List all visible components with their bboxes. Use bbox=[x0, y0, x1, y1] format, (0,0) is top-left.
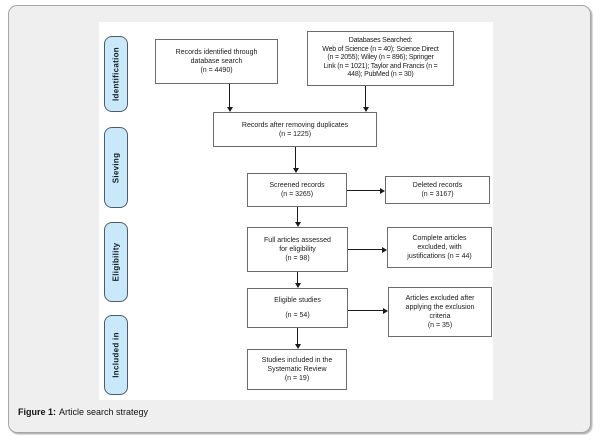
text-line: Full articles assessed bbox=[264, 237, 331, 244]
text-line: Studies included in the bbox=[261, 357, 333, 364]
figure-caption-label: Figure 1: bbox=[18, 407, 57, 417]
flow-box-screened-records: Screened records (n = 3265) bbox=[247, 173, 347, 207]
stage-label-text: Identification bbox=[111, 47, 121, 101]
stage-label-text: Included in bbox=[111, 332, 121, 378]
stage-label-sieving: Sieving bbox=[104, 127, 128, 208]
text-line: criteria bbox=[429, 313, 451, 320]
text-line: Records identified through bbox=[175, 49, 258, 56]
arrow-eligible-to-excluded-after bbox=[348, 307, 388, 314]
arrow-screened-to-deleted bbox=[347, 187, 385, 194]
text-line: (n = 3265) bbox=[280, 191, 314, 198]
flow-box-databases-searched: Databases Searched: Web of Science (n = … bbox=[307, 31, 454, 86]
arrow-duplicates-to-screened bbox=[292, 147, 299, 173]
flow-box-eligible-studies: Eligible studies (n = 54) bbox=[247, 288, 348, 328]
flow-box-included-in-review: Studies included in the Systematic Revie… bbox=[247, 349, 347, 390]
text-line: (n = 2055); Wiley (n = 896); Springer bbox=[327, 54, 434, 62]
text-line: (n = 98) bbox=[285, 255, 310, 262]
text-line: justifications (n = 44) bbox=[407, 253, 472, 260]
text-line: Web of Science (n = 40); Science Direct bbox=[322, 45, 439, 53]
arrow-records-to-duplicates bbox=[226, 84, 233, 112]
text-line: database search bbox=[190, 58, 243, 65]
text-line: Link (n = 1021); Taylor and Francis (n = bbox=[323, 62, 438, 70]
flow-box-articles-excluded-after: Articles excluded after applying the exc… bbox=[388, 287, 492, 337]
stage-label-text: Eligibility bbox=[111, 242, 121, 282]
text-line: for eligibility bbox=[279, 246, 316, 253]
arrow-screened-to-full-articles bbox=[294, 207, 301, 227]
text-line: Screened records bbox=[269, 182, 325, 189]
arrow-full-articles-to-excluded bbox=[348, 246, 387, 253]
arrow-eligible-to-included bbox=[294, 328, 301, 349]
figure-caption: Figure 1:Article search strategy bbox=[18, 407, 148, 417]
text-line: Eligible studies bbox=[274, 297, 321, 304]
figure-caption-text: Article search strategy bbox=[59, 407, 149, 417]
text-line: excluded, with bbox=[417, 244, 462, 251]
text-line: Systematic Review bbox=[267, 366, 327, 373]
text-line: (n = 1225) bbox=[278, 130, 312, 138]
text-line: Complete articles bbox=[412, 235, 467, 242]
text-line: (n = 35) bbox=[427, 322, 453, 329]
arrow-databases-to-duplicates bbox=[362, 86, 369, 112]
stage-label-eligibility: Eligibility bbox=[104, 222, 128, 302]
text-line: (n = 19) bbox=[284, 375, 310, 382]
flow-box-records-identified: Records identified through database sear… bbox=[155, 39, 278, 84]
text-line: applying the exclusion bbox=[405, 304, 475, 311]
stage-label-text: Sieving bbox=[111, 152, 121, 183]
text-line: (n = 3167) bbox=[421, 191, 454, 198]
arrow-full-articles-to-eligible bbox=[294, 272, 301, 288]
flow-box-complete-articles-excluded: Complete articles excluded, with justifi… bbox=[387, 227, 492, 268]
flow-box-deleted-records: Deleted records (n = 3167) bbox=[385, 176, 490, 204]
text-line: (n = 54) bbox=[285, 312, 310, 319]
text-line: 448); PubMed (n = 30) bbox=[347, 71, 414, 79]
flow-box-full-articles-assessed: Full articles assessed for eligibility (… bbox=[247, 227, 348, 272]
text-line: Records after removing duplicates bbox=[241, 121, 349, 129]
stage-label-included-in: Included in bbox=[104, 315, 128, 395]
stage-label-identification: Identification bbox=[104, 36, 128, 112]
text-line: Databases Searched: bbox=[348, 37, 413, 45]
text-line: Deleted records bbox=[412, 182, 463, 189]
flow-box-after-duplicates: Records after removing duplicates (n = 1… bbox=[213, 112, 377, 147]
text-line: Articles excluded after bbox=[405, 295, 475, 302]
text-line: (n = 4490) bbox=[200, 67, 233, 74]
